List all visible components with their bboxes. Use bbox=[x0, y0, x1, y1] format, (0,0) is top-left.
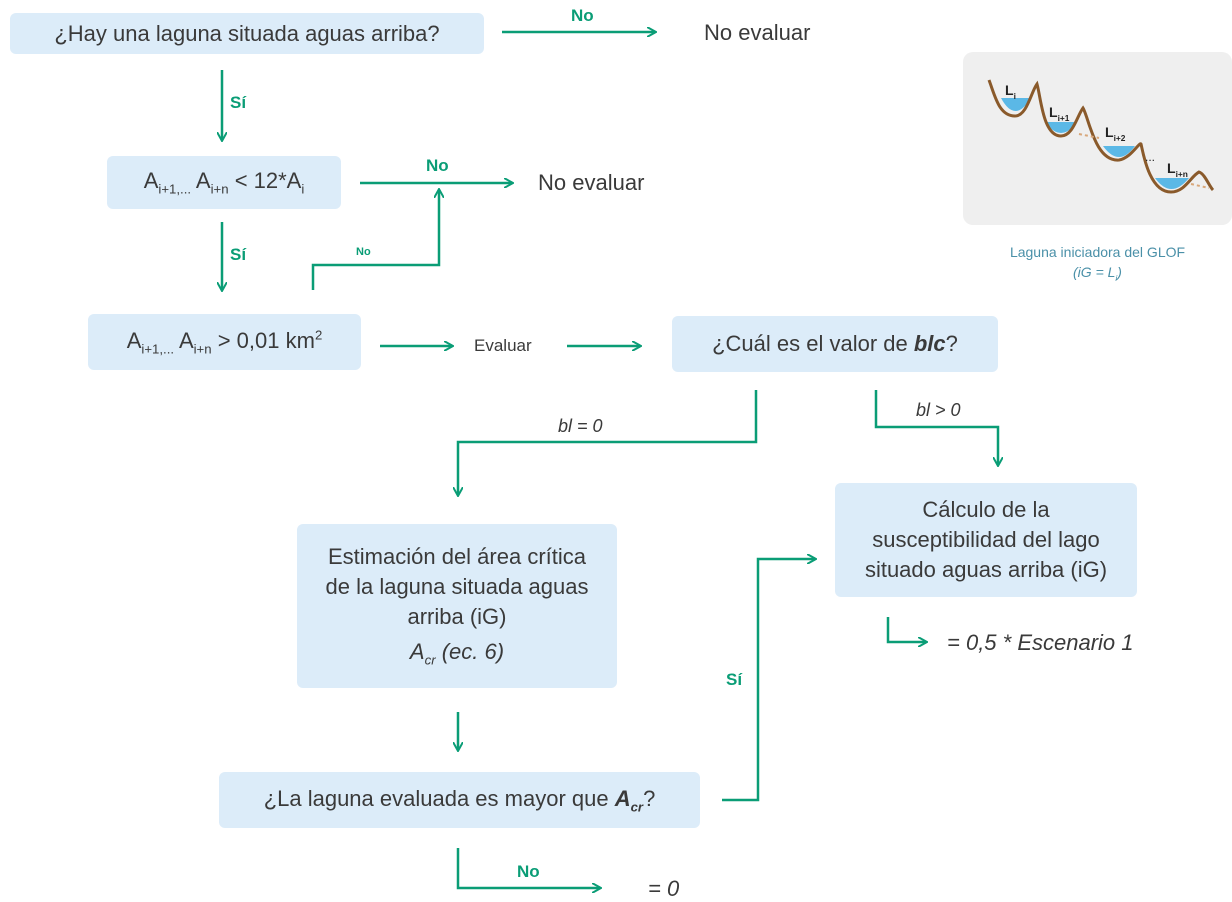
box-area-threshold-question: Ai+1,... Ai+n > 0,01 km2 bbox=[88, 314, 361, 370]
arrow-calc-result bbox=[886, 617, 926, 642]
caption-line-1: Laguna iniciadora del GLOF bbox=[1009, 244, 1186, 260]
label-si-2: Sí bbox=[230, 245, 247, 264]
outcome-no-evaluar-2: No evaluar bbox=[538, 170, 645, 195]
lagoon-label-3: Li+2 bbox=[1105, 124, 1126, 143]
water-pool-1 bbox=[1001, 98, 1031, 111]
label-si-1: Sí bbox=[230, 93, 247, 112]
arrow-q5-no bbox=[456, 848, 600, 888]
label-no-3: No bbox=[356, 246, 371, 258]
water-pool-3 bbox=[1103, 146, 1135, 157]
box-compare-critical-question: ¿La laguna evaluada es mayor que Acr? bbox=[219, 772, 700, 828]
inset-caption: Laguna iniciadora del GLOF (iG = Li) bbox=[963, 243, 1232, 284]
box-critical-area-estimation: Estimación del área crítica de la laguna… bbox=[297, 524, 617, 688]
lagoon-label-2: Li+1 bbox=[1049, 104, 1070, 123]
arrow-q5-si bbox=[722, 559, 815, 802]
label-si-3: Sí bbox=[726, 670, 743, 689]
area-threshold-formula: Ai+1,... Ai+n > 0,01 km2 bbox=[126, 327, 323, 357]
label-no-4: No bbox=[517, 862, 540, 881]
lagoon-label-4: Li+n bbox=[1167, 160, 1188, 179]
lagoon-profile-svg bbox=[987, 79, 1215, 194]
label-no-2: No bbox=[426, 156, 449, 175]
arrow-bl-zero bbox=[458, 390, 758, 495]
box-area-ratio-question: Ai+1,... Ai+n < 12*Ai bbox=[107, 156, 341, 209]
label-bl-zero: bl = 0 bbox=[558, 416, 603, 436]
box-blc-question: ¿Cuál es el valor de blc? bbox=[672, 316, 998, 372]
label-bl-pos: bl > 0 bbox=[916, 400, 961, 420]
box-susceptibility-calc: Cálculo de la susceptibilidad del lago s… bbox=[835, 483, 1137, 597]
label-no-1: No bbox=[571, 6, 594, 25]
box-upstream-question: ¿Hay una laguna situada aguas arriba? bbox=[10, 13, 484, 54]
outcome-evaluar: Evaluar bbox=[474, 336, 532, 355]
water-pool-4 bbox=[1155, 178, 1189, 189]
arrow-bl-pos bbox=[874, 390, 998, 465]
glof-lagoon-chain-illustration: Li Li+1 Li+2 ... Li+n bbox=[963, 52, 1232, 225]
outcome-zero: = 0 bbox=[648, 876, 680, 901]
caption-line-2: (iG = Li) bbox=[1073, 263, 1122, 283]
area-ratio-formula: Ai+1,... Ai+n < 12*Ai bbox=[143, 168, 305, 197]
lagoon-label-1: Li bbox=[1005, 82, 1016, 101]
outcome-no-evaluar-1: No evaluar bbox=[704, 20, 811, 45]
lagoon-ellipsis: ... bbox=[1145, 150, 1156, 164]
arrow-q3-no bbox=[311, 190, 439, 290]
critical-area-formula: Acr (ec. 6) bbox=[409, 639, 505, 668]
outcome-half-scenario: = 0,5 * Escenario 1 bbox=[947, 630, 1134, 655]
terrain-profile bbox=[987, 79, 1215, 194]
